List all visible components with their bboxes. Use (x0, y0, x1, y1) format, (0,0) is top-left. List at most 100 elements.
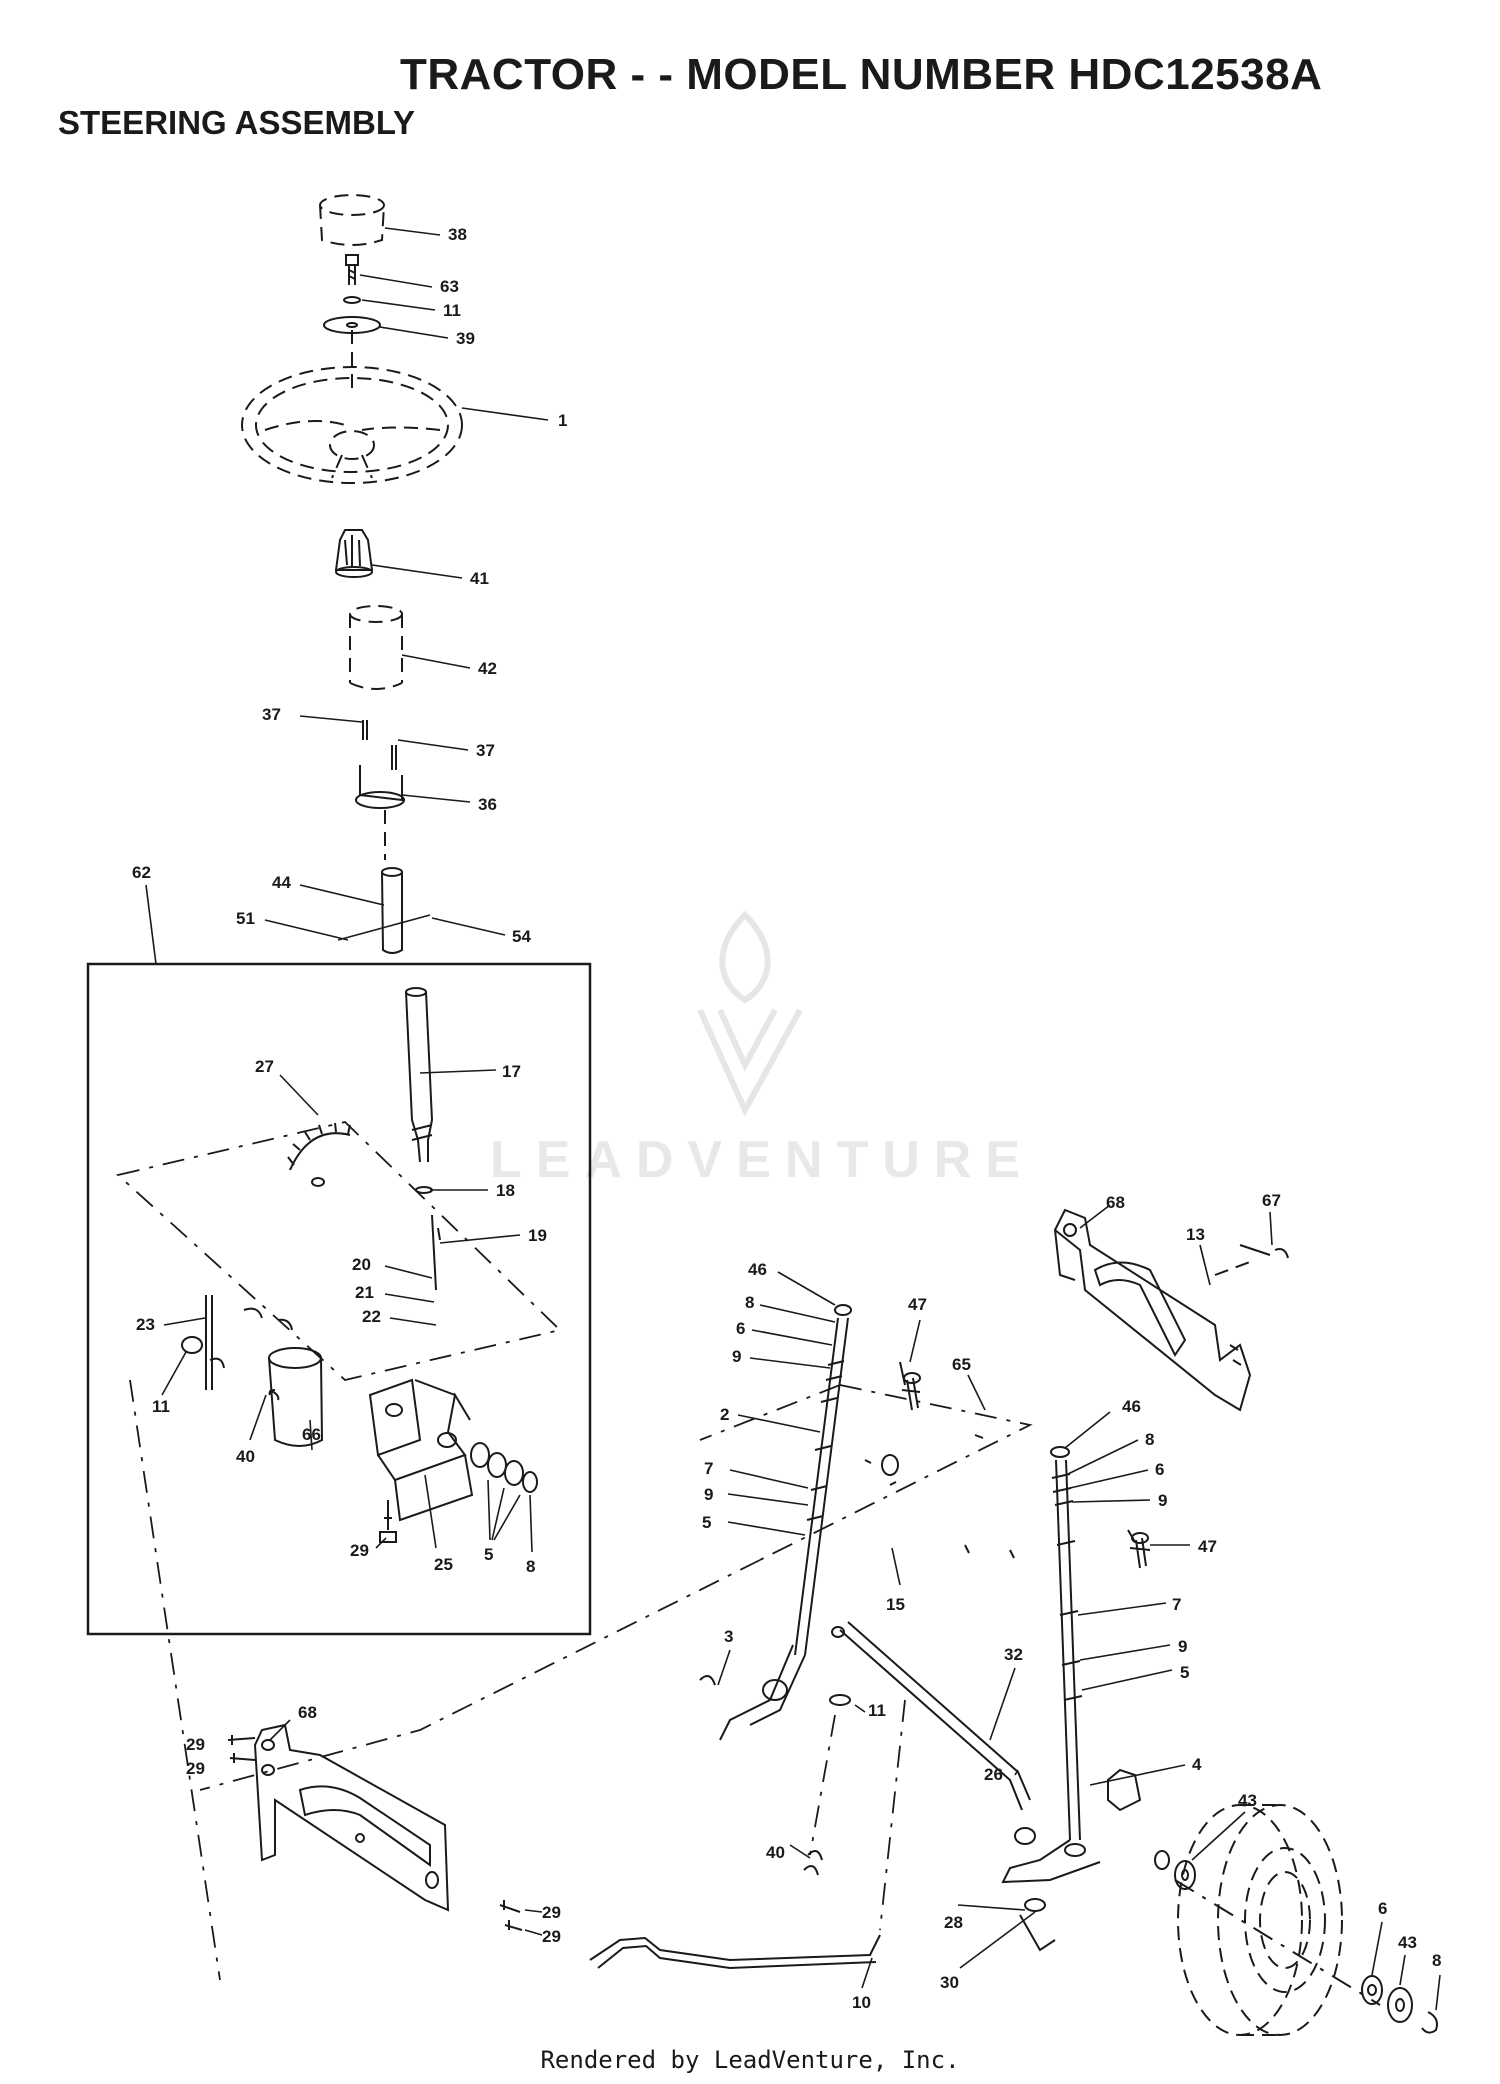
callout-2: 2 (720, 1405, 729, 1424)
steering-mount-bracket (368, 1378, 474, 1522)
callout-66: 66 (302, 1425, 321, 1444)
callout-15: 15 (886, 1595, 905, 1614)
callout-65: 65 (952, 1355, 971, 1374)
callout-26: 26 (984, 1765, 1003, 1784)
watermark-text: LEADVENTURE (490, 1131, 1035, 1189)
callout-5: 5 (702, 1513, 711, 1532)
callout-68: 68 (298, 1703, 317, 1722)
callout-32: 32 (1004, 1645, 1023, 1664)
leadventure-logo-icon (697, 910, 803, 1117)
callout-43: 43 (1238, 1791, 1257, 1810)
callout-25: 25 (434, 1555, 453, 1574)
left-spindle (699, 1304, 852, 1741)
callout-47: 47 (1198, 1537, 1217, 1556)
callout-44: 44 (272, 873, 291, 892)
callout-37: 37 (476, 741, 495, 760)
callout-8: 8 (745, 1293, 754, 1312)
callout-29: 29 (542, 1903, 561, 1922)
callout-29: 29 (350, 1541, 369, 1560)
left-axle-bracket (253, 1723, 450, 1912)
callout-6: 6 (1155, 1460, 1164, 1479)
callout-43: 43 (1398, 1933, 1417, 1952)
spindle-bolts (899, 1361, 1136, 1543)
callout-54: 54 (512, 927, 531, 946)
callout-7: 7 (704, 1459, 713, 1478)
callout-68: 68 (1106, 1193, 1125, 1212)
callout-51: 51 (236, 909, 255, 928)
callout-4: 4 (1192, 1755, 1202, 1774)
callout-6: 6 (736, 1319, 745, 1338)
callout-7: 7 (1172, 1595, 1181, 1614)
right-spindle (1001, 1446, 1101, 1884)
pivot-washers (470, 1442, 538, 1493)
section-title: STEERING ASSEMBLY (58, 104, 415, 141)
callout-17: 17 (502, 1062, 521, 1081)
callout-8: 8 (1432, 1951, 1441, 1970)
callout-62: 62 (132, 863, 151, 882)
callout-8: 8 (526, 1557, 535, 1576)
callout-13: 13 (1186, 1225, 1205, 1244)
callout-10: 10 (852, 1993, 871, 2012)
callout-28: 28 (944, 1913, 963, 1932)
steering-bolt (343, 254, 361, 304)
callout-23: 23 (136, 1315, 155, 1334)
front-wheel (1174, 1804, 1381, 2036)
steering-cap (319, 194, 385, 246)
drag-link (831, 1621, 1031, 1811)
callout-29: 29 (186, 1759, 205, 1778)
callout-18: 18 (496, 1181, 515, 1200)
axle-frame (199, 1384, 1033, 1791)
render-credit: Rendered by LeadVenture, Inc. (540, 2046, 960, 2074)
callout-1: 1 (558, 411, 567, 430)
callout-63: 63 (440, 277, 459, 296)
callout-5: 5 (1180, 1663, 1189, 1682)
callout-46: 46 (748, 1260, 767, 1279)
steering-gear-segment (287, 1122, 351, 1187)
steering-column-shaft (405, 987, 441, 1291)
steering-wheel (241, 366, 463, 484)
callout-9: 9 (732, 1347, 741, 1366)
pivot-hardware (803, 1454, 899, 1876)
callout-8: 8 (1145, 1430, 1154, 1449)
bracket-bolts (227, 1735, 523, 1931)
callout-6: 6 (1378, 1899, 1387, 1918)
steering-adapter (334, 529, 374, 578)
spindle-cap (1107, 1768, 1170, 1870)
callout-11: 11 (443, 301, 461, 320)
callout-29: 29 (186, 1735, 205, 1754)
callout-5: 5 (484, 1545, 493, 1564)
wheel-washers (1174, 1860, 1438, 2034)
pivot-pin (181, 1295, 280, 1401)
callout-3: 3 (724, 1627, 733, 1646)
callout-41: 41 (470, 569, 489, 588)
callout-40: 40 (236, 1447, 255, 1466)
page-title: TRACTOR - - MODEL NUMBER HDC12538A (400, 50, 1323, 99)
callout-9: 9 (704, 1485, 713, 1504)
callout-9: 9 (1158, 1491, 1167, 1510)
tie-rod (589, 1914, 1056, 1970)
right-axle-bracket (1053, 1208, 1289, 1412)
mount-bolt (379, 1500, 397, 1543)
callout-19: 19 (528, 1226, 547, 1245)
callout-47: 47 (908, 1295, 927, 1314)
callout-11: 11 (868, 1701, 886, 1720)
callout-39: 39 (456, 329, 475, 348)
callout-22: 22 (362, 1307, 381, 1326)
callout-29: 29 (542, 1927, 561, 1946)
callout-11: 11 (152, 1397, 170, 1416)
callout-20: 20 (352, 1255, 371, 1274)
callout-36: 36 (478, 795, 497, 814)
callout-46: 46 (1122, 1397, 1141, 1416)
steering-column-cover (349, 605, 403, 690)
callout-30: 30 (940, 1973, 959, 1992)
callout-67: 67 (1262, 1191, 1281, 1210)
drag-link-bushing (1014, 1827, 1046, 1912)
sub-assembly-box (86, 962, 592, 1636)
callout-38: 38 (448, 225, 467, 244)
steering-column-bracket (355, 720, 405, 809)
callout-40: 40 (766, 1843, 785, 1862)
callout-42: 42 (478, 659, 497, 678)
steering-shaft (337, 867, 431, 954)
